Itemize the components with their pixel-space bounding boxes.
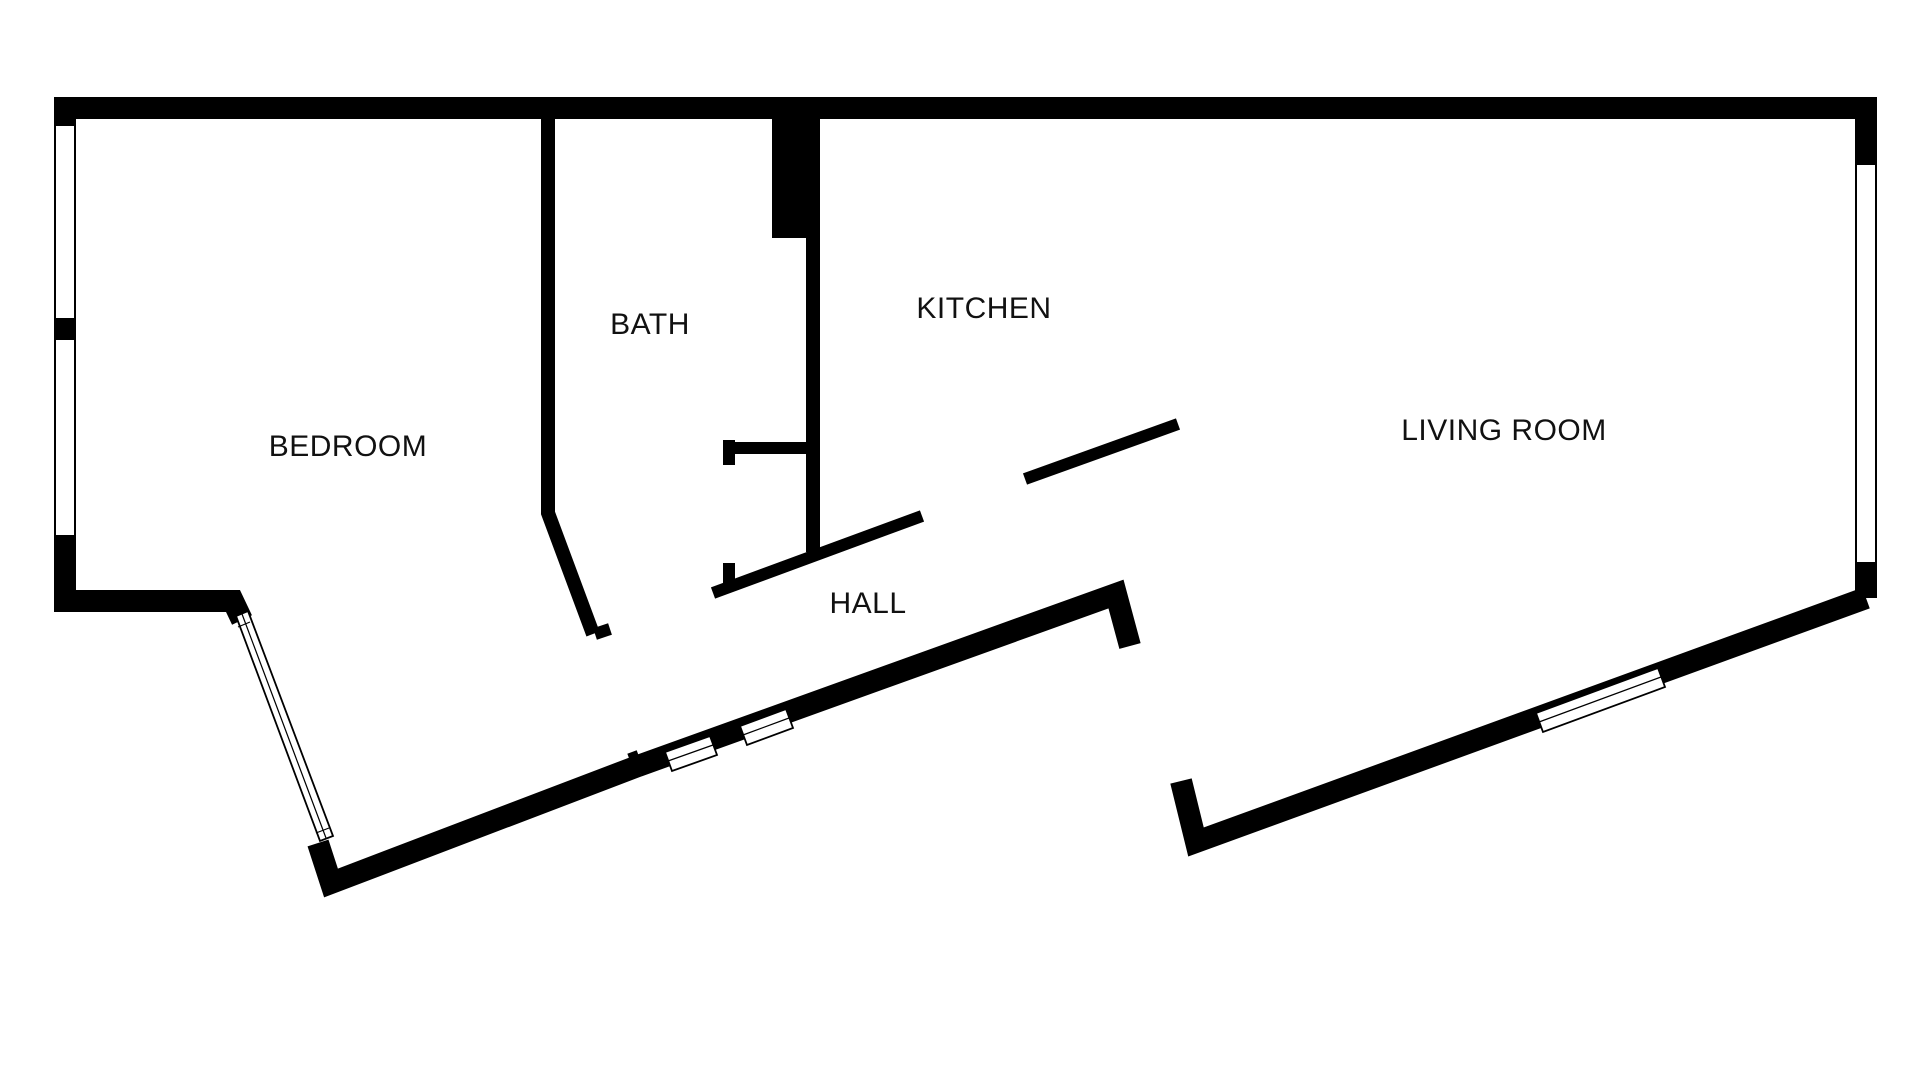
bedroom-bath-wall <box>541 108 600 637</box>
living-room-window <box>1534 666 1667 734</box>
bedroom-lower-wall <box>307 755 642 898</box>
exterior-walls <box>54 97 1877 898</box>
hall-window-2 <box>738 707 795 747</box>
hall-wall-segment-2 <box>1022 418 1181 485</box>
hall-door-stub <box>593 623 612 640</box>
kitchen-label: KITCHEN <box>916 292 1051 325</box>
living-room-label: LIVING ROOM <box>1401 414 1607 447</box>
wall-openings <box>56 126 1875 783</box>
hall-outer-wall <box>634 579 1141 777</box>
bedroom-label: BEDROOM <box>269 430 428 463</box>
windows <box>234 609 1667 843</box>
left-wall <box>54 97 252 625</box>
room-labels: BEDROOM BATH KITCHEN HALL LIVING ROOM <box>269 292 1607 620</box>
hall-door-jamb <box>627 750 645 775</box>
bedroom-window <box>234 609 335 843</box>
living-lower-wall <box>1170 587 1870 857</box>
interior-walls <box>541 108 1181 775</box>
bath-label: BATH <box>610 308 690 341</box>
hall-wall-segment-1 <box>710 510 925 599</box>
living-door-opening <box>1121 645 1192 783</box>
shaft-block <box>772 108 820 238</box>
hall-window-1 <box>663 734 719 773</box>
hall-label: HALL <box>829 587 906 620</box>
